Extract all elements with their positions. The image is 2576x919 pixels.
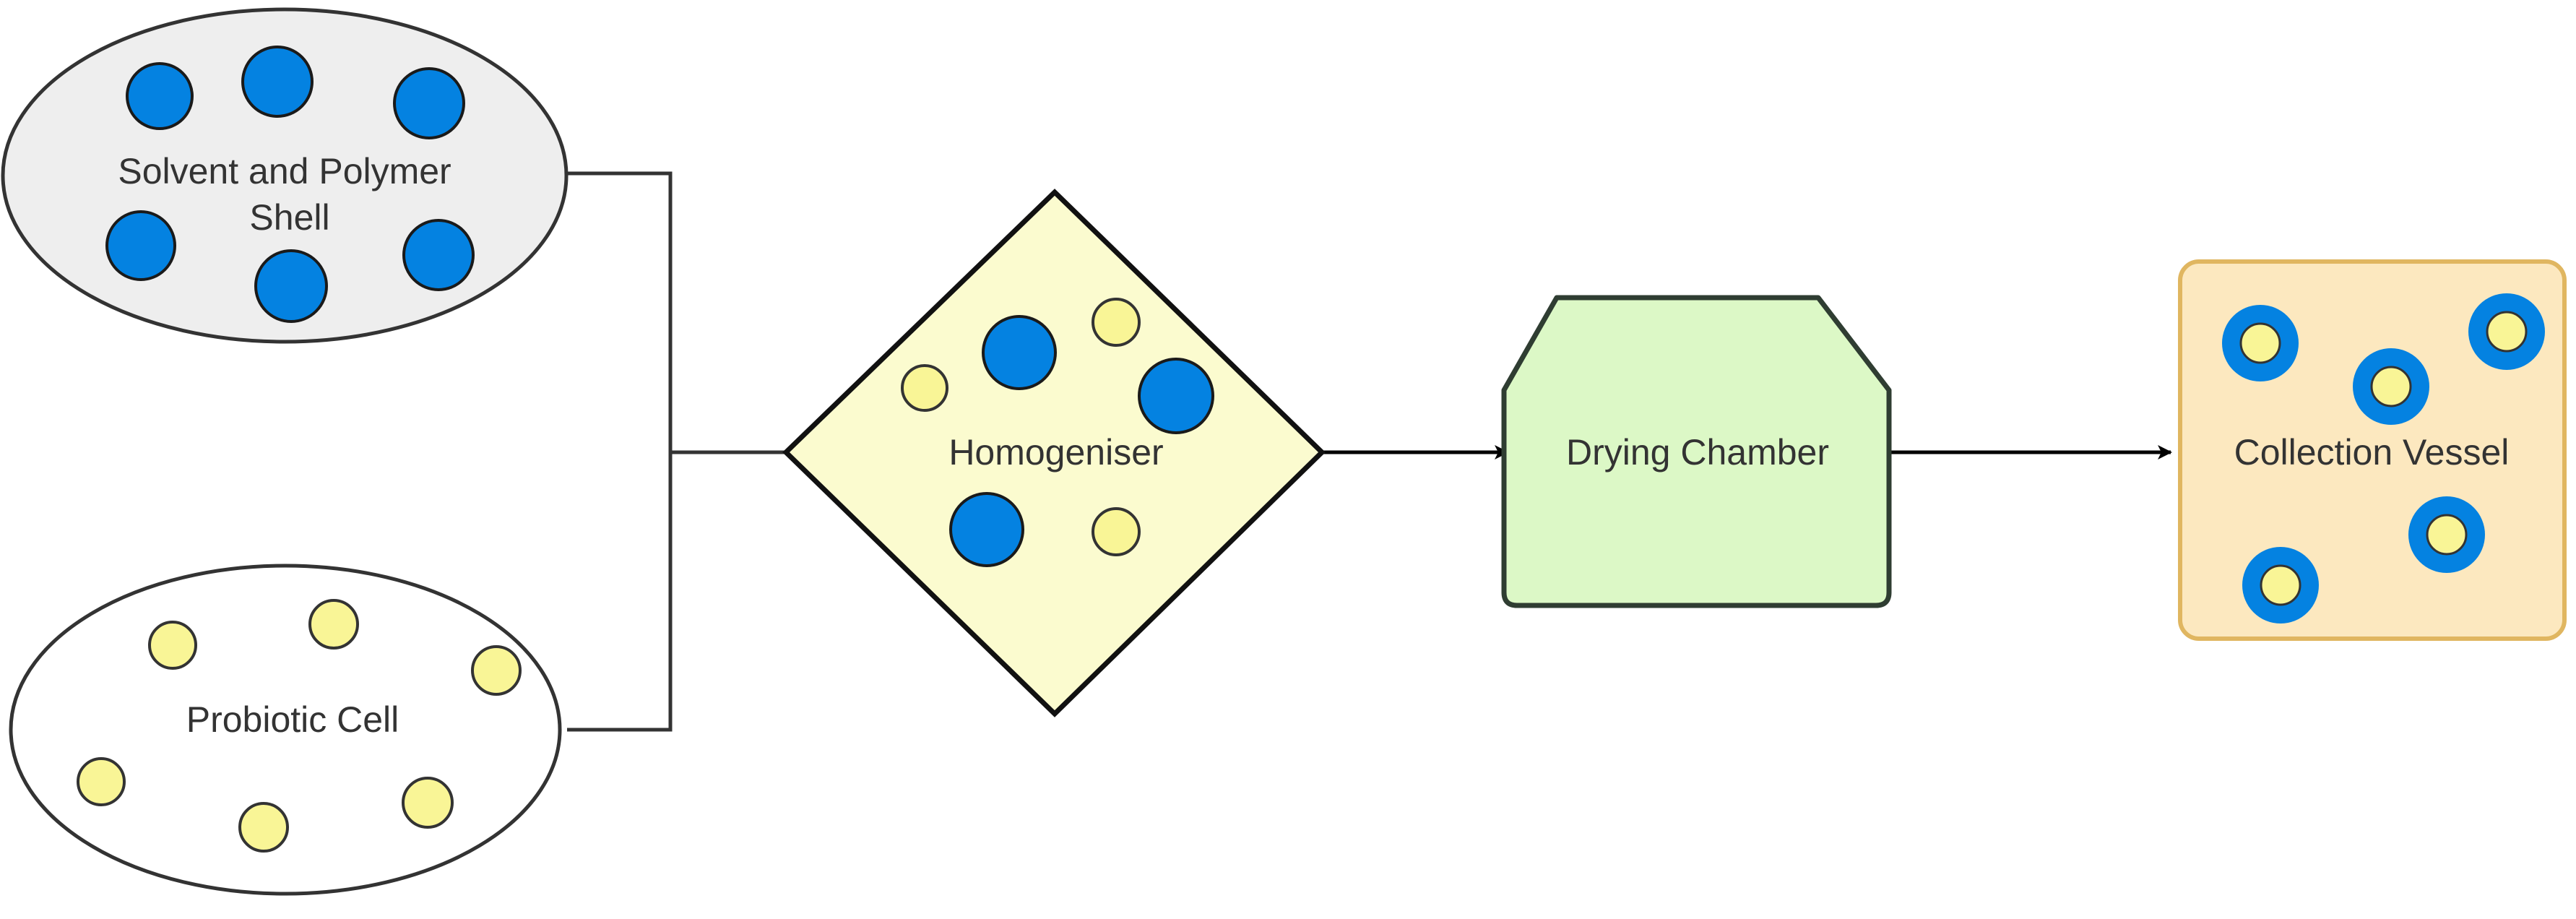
polymer-particle <box>402 219 475 291</box>
polymer-particle <box>254 249 328 323</box>
cell-particle <box>77 757 126 806</box>
solvent-polymer-label-line-1: Solvent and Polymer <box>118 151 451 191</box>
polymer-particle <box>105 210 176 281</box>
polymer-particle <box>126 62 194 130</box>
homogeniser-diamond <box>782 189 1326 717</box>
solvent-polymer-node[interactable]: Solvent and Polymer Shell <box>1 7 569 344</box>
connectors <box>567 171 2172 732</box>
encapsulated-particle <box>2222 305 2299 381</box>
encapsulated-particle <box>2353 348 2429 425</box>
encapsulated-particles <box>2222 293 2545 624</box>
cell-particles <box>77 599 522 853</box>
drying-chamber-shape <box>1501 295 1892 608</box>
cell-particle <box>1092 298 1141 347</box>
cell-particle <box>402 777 454 829</box>
polymer-particle <box>982 315 1057 390</box>
polymer-particle <box>949 492 1024 567</box>
connector-solvent-to-junction <box>567 171 673 452</box>
solvent-polymer-label-line-2: Shell <box>249 197 329 238</box>
collection-vessel-node[interactable]: Collection Vessel <box>2178 259 2567 641</box>
homogeniser-node[interactable]: Homogeniser <box>782 189 1326 717</box>
homogeniser-particles <box>901 298 1214 567</box>
collection-vessel-label: Collection Vessel <box>2234 432 2510 473</box>
homogeniser-label: Homogeniser <box>948 432 1163 473</box>
drying-chamber-label: Drying Chamber <box>1566 432 1829 473</box>
polymer-particle <box>393 67 465 139</box>
drying-chamber-node[interactable]: Drying Chamber <box>1501 295 1892 608</box>
encapsulated-particle <box>2242 547 2319 624</box>
cell-particle <box>148 621 197 670</box>
connector-probiotic-to-junction <box>567 452 673 732</box>
polymer-particle <box>1138 358 1214 434</box>
encapsulated-particle <box>2468 293 2545 370</box>
encapsulated-particle <box>2408 496 2485 573</box>
cell-particle <box>238 802 289 853</box>
polymer-particle <box>241 46 314 118</box>
cell-particle <box>471 645 522 696</box>
cell-particle <box>901 364 948 412</box>
polymer-particles <box>105 46 475 323</box>
cell-particle <box>1092 507 1141 556</box>
probiotic-cell-label: Probiotic Cell <box>186 699 399 740</box>
probiotic-cell-node[interactable]: Probiotic Cell <box>9 564 562 896</box>
solvent-polymer-label: Solvent and Polymer Shell <box>118 151 461 238</box>
cell-particle <box>308 599 359 650</box>
